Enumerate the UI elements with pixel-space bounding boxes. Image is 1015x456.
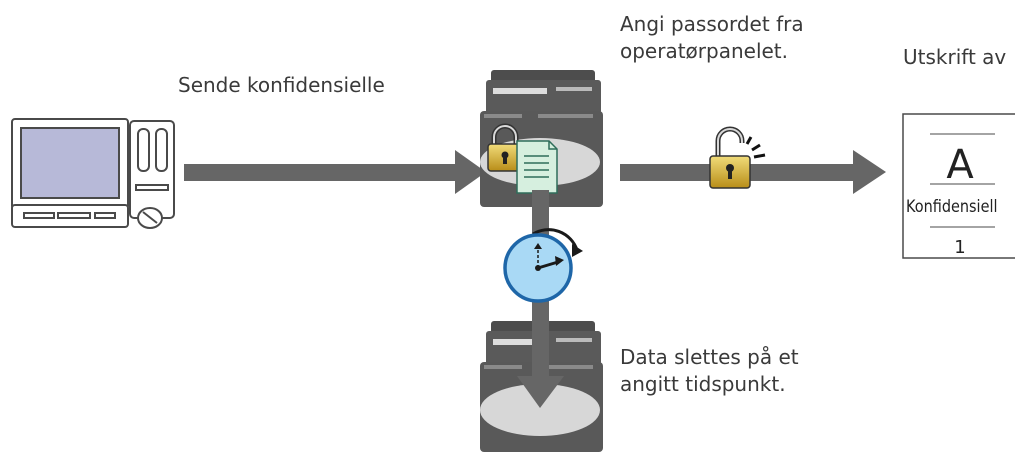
output-label: Utskrift av	[903, 45, 1007, 69]
document-letter: A	[946, 142, 974, 188]
send-label: Sende konfidensielle	[178, 73, 385, 97]
output-arrow	[620, 150, 886, 194]
delete-line-1: Data slettes på et	[620, 345, 799, 369]
document-icon	[516, 140, 558, 194]
computer-icon	[11, 118, 175, 229]
delete-line-2: angitt tidspunkt.	[620, 372, 786, 396]
password-instruction: Angi passordet fra operatørpanelet.	[620, 11, 804, 65]
clock-icon	[503, 228, 583, 303]
printer-icon	[480, 321, 603, 452]
delete-instruction: Data slettes på et angitt tidspunkt.	[620, 344, 799, 398]
password-line-1: Angi passordet fra	[620, 12, 804, 36]
printed-document-icon: A Konfidensiell 1	[902, 113, 1015, 259]
send-arrow	[184, 150, 486, 194]
padlock-open-icon	[709, 126, 766, 189]
document-page-number: 1	[954, 237, 965, 258]
password-line-2: operatørpanelet.	[620, 39, 789, 63]
document-caption: Konfidensiell	[906, 196, 997, 216]
